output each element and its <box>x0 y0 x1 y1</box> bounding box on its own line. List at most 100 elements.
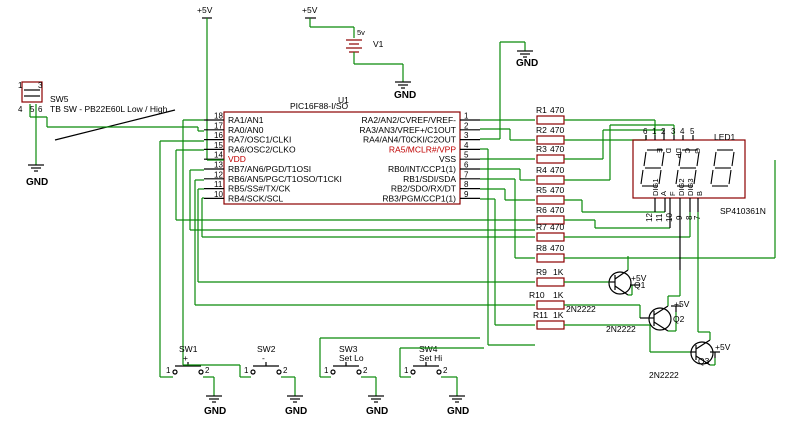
svg-text:470: 470 <box>550 144 564 154</box>
u1-right-wiring <box>480 42 535 346</box>
pin-label: RA4/AN4/T0CKI/C2OUT <box>363 135 456 145</box>
svg-text:TB SW - PB22E60L Low / High: TB SW - PB22E60L Low / High <box>50 104 168 114</box>
svg-text:GND: GND <box>516 58 538 69</box>
svg-text:SW2: SW2 <box>257 344 276 354</box>
svg-text:8: 8 <box>685 215 694 220</box>
svg-text:R4: R4 <box>536 165 547 175</box>
svg-text:2: 2 <box>661 127 666 136</box>
push-switch-sw3: SW3 Set Lo 1 2 GND <box>319 337 480 417</box>
pin-label: RA5/MCLR#/VPP <box>389 144 456 154</box>
svg-text:10: 10 <box>665 213 674 222</box>
vplus-q1: +5V <box>630 273 647 286</box>
transistor-q3: Q3 2N2222 <box>649 212 716 380</box>
gnd-sw5: GND <box>26 164 48 188</box>
push-switch-sw1: SW1 + 1 2 GND <box>159 344 226 417</box>
svg-text:D: D <box>664 148 673 154</box>
svg-text:SW1: SW1 <box>179 344 198 354</box>
pin-label: VSS <box>439 154 456 164</box>
resistor-r1: R1 470 <box>536 105 565 125</box>
u1-pin-left-17: 17 RA0/AN0 <box>204 121 264 135</box>
svg-text:1: 1 <box>404 366 409 375</box>
svg-text:2N2222: 2N2222 <box>606 324 636 334</box>
svg-text:R3: R3 <box>536 144 547 154</box>
svg-text:Q2: Q2 <box>673 314 685 324</box>
pin-number: 1 <box>464 112 469 121</box>
resistor-r2: R2 470 <box>536 125 565 145</box>
pin-label: RB3/PGM/CCP1(1) <box>382 193 456 203</box>
gnd-v1: GND <box>394 81 416 101</box>
svg-text:+5V: +5V <box>302 5 318 15</box>
svg-text:1: 1 <box>166 366 171 375</box>
svg-text:2: 2 <box>363 366 368 375</box>
svg-text:SW3: SW3 <box>339 344 358 354</box>
svg-text:LED1: LED1 <box>714 132 736 142</box>
svg-text:V1: V1 <box>373 39 384 49</box>
pin-label: RA2/AN2/CVREF/VREF- <box>362 115 457 125</box>
pin-number: 17 <box>214 121 223 130</box>
svg-text:R9: R9 <box>536 267 547 277</box>
svg-text:4: 4 <box>18 105 23 114</box>
svg-text:4: 4 <box>680 127 685 136</box>
svg-text:R8: R8 <box>536 243 547 253</box>
svg-text:1: 1 <box>652 127 657 136</box>
digit-3-segments <box>710 149 735 187</box>
svg-text:GND: GND <box>285 406 307 417</box>
pin-number: 14 <box>214 151 223 160</box>
svg-text:1: 1 <box>324 366 329 375</box>
pin-label: RB0/INT/CCP1(1) <box>388 164 456 174</box>
svg-text:R11: R11 <box>533 310 548 320</box>
pin-label: RB6/AN5/PGC/T1OSO/T1CKI <box>228 174 342 184</box>
slide-switch-sw5: 1 3 4 5 6 SW5 TB SW - PB22E60L Low / Hig… <box>18 81 198 165</box>
pin-number: 16 <box>214 131 223 140</box>
svg-text:R10: R10 <box>529 290 545 300</box>
svg-text:DP: DP <box>674 148 683 158</box>
svg-text:3: 3 <box>38 81 43 90</box>
svg-text:1K: 1K <box>553 290 564 300</box>
svg-text:+: + <box>183 353 188 363</box>
svg-text:5v: 5v <box>357 28 365 37</box>
svg-text:470: 470 <box>550 222 564 232</box>
svg-text:R1: R1 <box>536 105 547 115</box>
pin-number: 9 <box>464 190 469 199</box>
voltage-source-v1: 5v V1 <box>346 28 404 82</box>
transistor-q2: Q2 2N2222 <box>606 270 685 334</box>
pin-number: 7 <box>464 170 469 179</box>
svg-text:1: 1 <box>18 81 23 90</box>
svg-text:6: 6 <box>643 127 648 136</box>
resistor-output-wiring <box>564 119 776 353</box>
resistor-r7: R7 470 <box>536 222 565 242</box>
svg-text:470: 470 <box>550 243 564 253</box>
resistor-r3: R3 470 <box>536 144 565 164</box>
pin-label: RA0/AN0 <box>228 125 264 135</box>
pin-label: RB4/SCK/SCL <box>228 193 284 203</box>
pin-label: RA1/AN1 <box>228 115 264 125</box>
u1-pin-right-1: 1 RA2/AN2/CVREF/VREF- <box>362 112 480 125</box>
svg-text:5: 5 <box>30 105 35 114</box>
svg-text:F: F <box>668 191 677 196</box>
vplus-q3: +5V <box>710 342 731 358</box>
svg-text:2N2222: 2N2222 <box>649 370 679 380</box>
svg-text:B: B <box>695 191 704 196</box>
svg-text:2N2222: 2N2222 <box>566 304 596 314</box>
svg-text:U1: U1 <box>338 95 349 105</box>
u1-pin-right-4: 4 RA5/MCLR#/VPP <box>389 141 480 154</box>
svg-text:-: - <box>262 353 265 363</box>
svg-text:470: 470 <box>550 165 564 175</box>
pin-number: 4 <box>464 141 469 150</box>
pin-number: 15 <box>214 141 223 150</box>
svg-text:470: 470 <box>550 205 564 215</box>
svg-text:GND: GND <box>366 406 388 417</box>
svg-text:SW4: SW4 <box>419 344 438 354</box>
svg-text:PIC16F88-I/SO: PIC16F88-I/SO <box>290 101 348 111</box>
pin-label: RB2/SDO/RX/DT <box>391 184 456 194</box>
